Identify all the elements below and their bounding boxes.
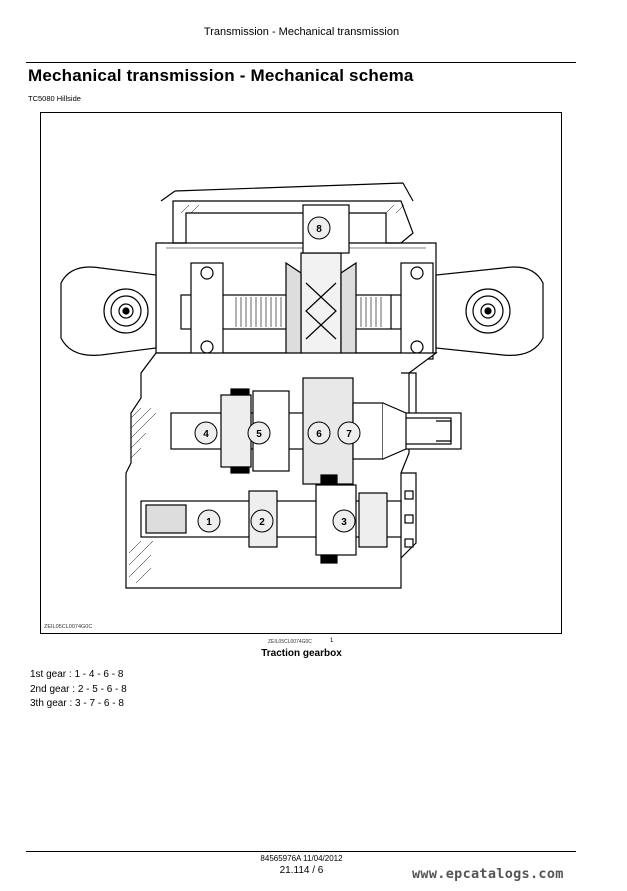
watermark: www.epcatalogs.com <box>412 866 564 882</box>
figure-code-inside: ZEIL05CL0074G0C <box>44 624 93 630</box>
model-label: TC5080 Hillside <box>28 94 81 103</box>
page-number: 21.114 / 6 <box>279 865 324 876</box>
gear-item-1st: 1st gear : 1 - 4 - 6 - 8 <box>30 669 124 680</box>
callout-8-label: 8 <box>316 224 322 235</box>
callout-5-label: 5 <box>256 429 262 440</box>
callout-8: 8 <box>307 216 331 240</box>
document-reference: 84565976A 11/04/2012 <box>260 854 343 863</box>
callout-5: 5 <box>247 421 271 445</box>
page-title: Mechanical transmission - Mechanical sch… <box>28 66 414 85</box>
running-header: Transmission - Mechanical transmission <box>203 26 400 38</box>
gear-item-3th: 3th gear : 3 - 7 - 6 - 8 <box>30 698 124 709</box>
figure-code: ZEIL05CL0074G0C <box>268 639 312 645</box>
callout-6: 6 <box>307 421 331 445</box>
transmission-schematic: 8 4 5 6 7 1 2 <box>40 112 562 634</box>
gear-list: 1st gear : 1 - 4 - 6 - 8 2nd gear : 2 - … <box>30 668 127 712</box>
callout-7-label: 7 <box>346 429 352 440</box>
callout-2-label: 2 <box>259 517 265 528</box>
callout-7: 7 <box>337 421 361 445</box>
callout-1: 1 <box>197 509 221 533</box>
callout-3: 3 <box>332 509 356 533</box>
header-rule <box>26 62 576 63</box>
callout-3-label: 3 <box>341 517 347 528</box>
callout-1-label: 1 <box>206 517 212 528</box>
figure-number: 1 <box>330 638 334 644</box>
callout-markers: 8 4 5 6 7 1 2 <box>194 216 361 533</box>
callout-4: 4 <box>194 421 218 445</box>
footer-rule <box>26 851 576 852</box>
gear-item-2nd: 2nd gear : 2 - 5 - 6 - 8 <box>30 683 127 695</box>
callout-6-label: 6 <box>316 429 322 440</box>
gearbox-drawing: 8 4 5 6 7 1 2 <box>60 182 544 589</box>
figure-caption: Traction gearbox <box>261 648 342 659</box>
callout-4-label: 4 <box>203 429 209 440</box>
callout-2: 2 <box>250 509 274 533</box>
